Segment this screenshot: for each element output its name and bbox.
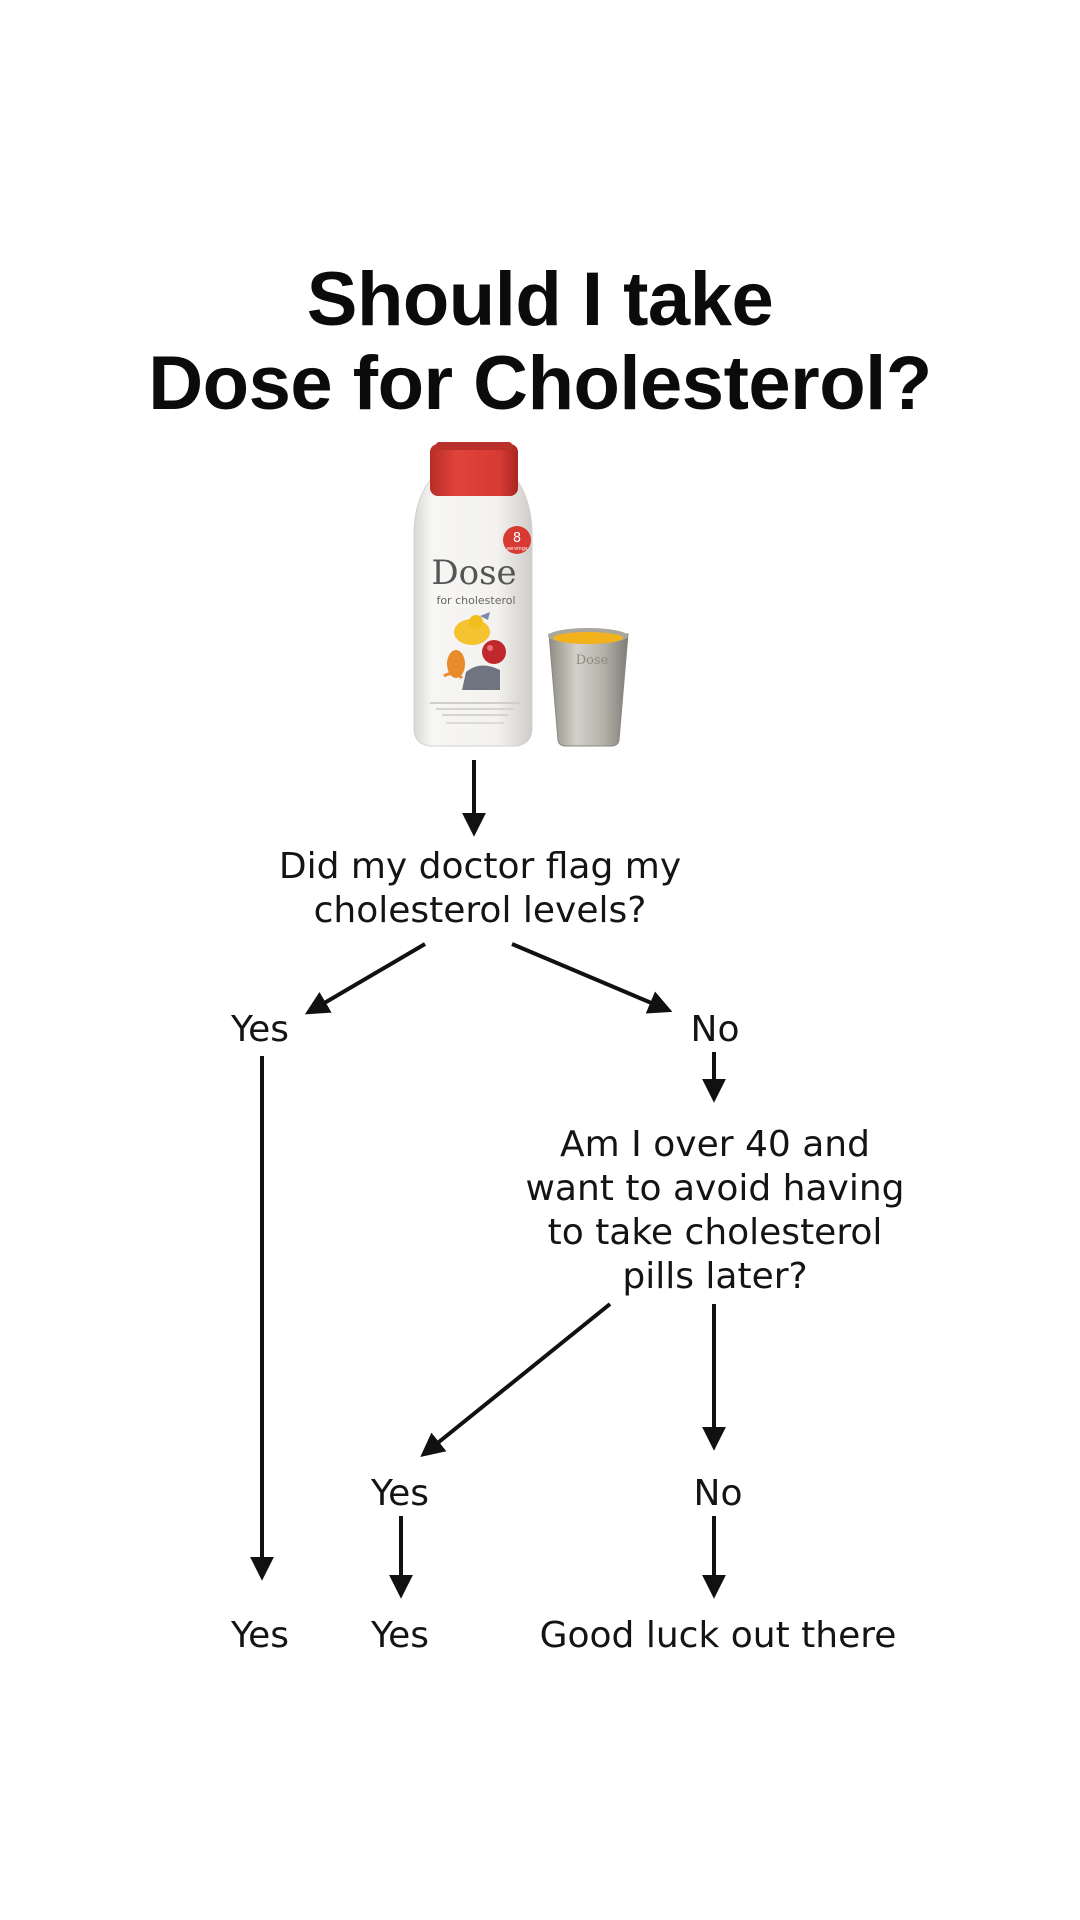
result-1: Yes <box>230 1615 290 1656</box>
bottle-image: 8 servings Dose for cholesterol <box>413 442 533 747</box>
question-2-line-4: pills later? <box>622 1256 808 1297</box>
question-1-line-1: Did my doctor flag my <box>278 846 682 887</box>
title-line-1: Should I take <box>306 257 774 342</box>
result-2: Yes <box>370 1615 430 1656</box>
arrow-q1-to-no <box>511 942 673 1014</box>
question-1: Did my doctor flag my cholesterol levels… <box>240 845 720 933</box>
question-1-line-2: cholesterol levels? <box>313 890 647 931</box>
question-2-line-3: to take cholesterol <box>547 1212 883 1253</box>
servings-label: servings <box>506 546 527 552</box>
cup-brand: Dose <box>576 653 609 668</box>
title-line-2: Dose for Cholesterol? <box>148 341 932 426</box>
q2-yes-label: Yes <box>370 1473 430 1514</box>
cup-liquid <box>553 632 623 644</box>
q2-no-label: No <box>693 1473 743 1514</box>
cup-image: Dose <box>548 628 629 747</box>
question-2-line-2: want to avoid having <box>525 1168 905 1209</box>
q1-yes-label: Yes <box>230 1009 290 1050</box>
bottle-brand: Dose <box>431 553 516 593</box>
bottle-cap <box>430 444 518 496</box>
arrow-q1-to-yes <box>304 942 427 1015</box>
result-3: Good luck out there <box>539 1615 897 1656</box>
arrow-q2-to-yes <box>420 1302 612 1458</box>
servings-number: 8 <box>513 531 521 546</box>
servings-badge <box>503 526 531 554</box>
page-title: Should I take Dose for Cholesterol? <box>0 258 1080 426</box>
bottle-illustration <box>443 612 506 690</box>
bottle-subtitle: for cholesterol <box>436 594 515 607</box>
q1-no-label: No <box>690 1009 740 1050</box>
question-2: Am I over 40 and want to avoid having to… <box>495 1123 935 1299</box>
question-2-line-1: Am I over 40 and <box>560 1124 870 1165</box>
